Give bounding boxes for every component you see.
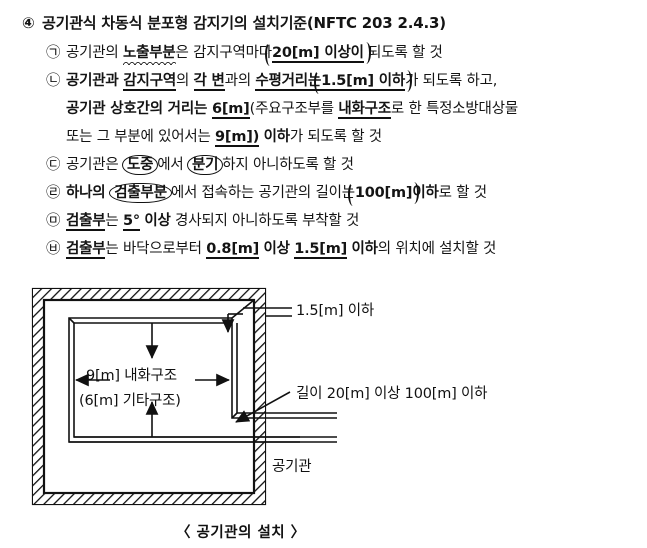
clearance-label-leader bbox=[243, 307, 292, 317]
clause-item-2: ㉡ 공기관과 감지구역의 각 변과의 수평거리는1.5[m] 이하가 되도록 하고… bbox=[46, 72, 498, 91]
air-tube-outlet bbox=[231, 318, 337, 419]
emphasis-100m: 100[m] bbox=[354, 185, 413, 201]
clause-text-2-cont-2: 또는 그 부분에 있어서는 9[m]) 이하가 되도록 할 것 bbox=[66, 129, 382, 147]
clause-marker-5: ㉤ bbox=[46, 213, 61, 229]
label-air-tube: 공기관 bbox=[272, 459, 312, 475]
clause-text-2-cont-1: 공기관 상호간의 거리는 6[m](주요구조부를 내화구조로 한 특정소방대상물 bbox=[66, 101, 518, 119]
air-tube-installation-figure: 1.5[m] 이하 길이 20[m] 이상 100[m] 이하 공기관 9[m]… bbox=[0, 270, 647, 548]
clause-item-6: ㉥ 검출부는 바닥으로부터 0.8[m] 이상 1.5[m] 이하의 위치에 설치… bbox=[46, 240, 497, 259]
label-inner-dimension-2: (6[m] 기타구조) bbox=[79, 393, 181, 409]
emphasis-9m: 9[m]) bbox=[215, 129, 260, 147]
emphasis-midway: 도중 bbox=[123, 157, 157, 173]
clause-text-1: 공기관의 노출부분은 감지구역마다20[m] 이상이 되도록 할 것 bbox=[66, 45, 443, 63]
emphasis-detector-1: 검출부 bbox=[66, 213, 106, 231]
emphasis-detection-zone: 감지구역 bbox=[123, 73, 176, 91]
emphasis-0-8m: 0.8[m] bbox=[206, 241, 260, 259]
clause-text-5: 검출부는 5° 이상 경사되지 아니하도록 부착할 것 bbox=[66, 213, 360, 231]
label-inner-dimension-1: 9[m] 내화구조 bbox=[86, 368, 177, 384]
emphasis-each-side: 각 변 bbox=[193, 73, 225, 91]
emphasis-detector-2: 검출부 bbox=[66, 241, 106, 259]
clearance-arrow bbox=[221, 313, 243, 333]
section-title: ④ 공기관식 차동식 분포형 감지기의 설치기준(NFTC 203 2.4.3) bbox=[22, 14, 446, 32]
emphasis-horizontal-distance: 수평거리는 bbox=[255, 73, 322, 91]
section-marker: ④ bbox=[22, 14, 35, 32]
clause-text-2: 공기관과 감지구역의 각 변과의 수평거리는1.5[m] 이하가 되도록 하고, bbox=[66, 73, 498, 91]
clause-item-2-cont-1: 공기관 상호간의 거리는 6[m](주요구조부를 내화구조로 한 특정소방대상물 bbox=[66, 100, 518, 119]
emphasis-1-5m-height: 1.5[m] bbox=[294, 241, 348, 259]
clause-marker-6: ㉥ bbox=[46, 241, 61, 257]
clause-text-6: 검출부는 바닥으로부터 0.8[m] 이상 1.5[m] 이하의 위치에 설치할… bbox=[66, 241, 497, 259]
tube-length-leader bbox=[235, 391, 291, 423]
emphasis-1-5m: 1.5[m] 이하 bbox=[321, 73, 406, 91]
clause-marker-4: ㉣ bbox=[46, 185, 61, 201]
building-outer-wall bbox=[31, 287, 267, 506]
clause-item-1: ㉠ 공기관의 노출부분은 감지구역마다20[m] 이상이 되도록 할 것 bbox=[46, 44, 443, 63]
air-tube-bottom-run bbox=[69, 436, 337, 443]
clause-item-5: ㉤ 검출부는 5° 이상 경사되지 아니하도록 부착할 것 bbox=[46, 212, 360, 231]
clause-item-2-cont-2: 또는 그 부분에 있어서는 9[m]) 이하가 되도록 할 것 bbox=[66, 128, 382, 147]
label-tube-length: 길이 20[m] 이상 100[m] 이하 bbox=[296, 386, 488, 402]
clause-marker-3: ㉢ bbox=[46, 157, 61, 173]
emphasis-fireproof-structure: 내화구조 bbox=[338, 101, 391, 119]
clause-marker-2: ㉡ bbox=[46, 73, 61, 89]
label-horizontal-clearance: 1.5[m] 이하 bbox=[296, 303, 374, 319]
figure-svg bbox=[31, 287, 337, 506]
clause-marker-1: ㉠ bbox=[46, 45, 61, 61]
section-title-text: 공기관식 차동식 분포형 감지기의 설치기준(NFTC 203 2.4.3) bbox=[42, 14, 446, 32]
clearance-leader bbox=[231, 299, 255, 319]
emphasis-20m: 20[m] 이상이 bbox=[271, 45, 364, 63]
emphasis-branch: 분기 bbox=[188, 157, 222, 173]
emphasis-detector-part: 검출부분 bbox=[110, 185, 171, 201]
figure-caption: 〈 공기관의 설치 〉 bbox=[176, 525, 306, 541]
emphasis-5deg: 5° bbox=[122, 213, 140, 231]
emphasis-6m: 6[m] bbox=[211, 101, 250, 119]
emphasis-exposed-part: 노출부분 bbox=[122, 45, 176, 61]
